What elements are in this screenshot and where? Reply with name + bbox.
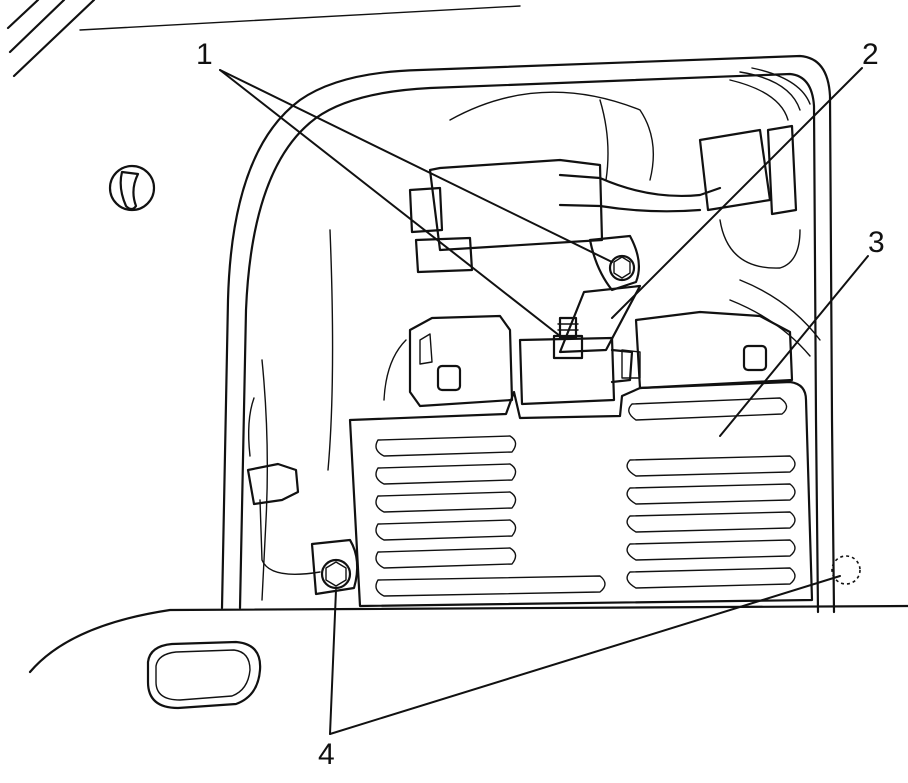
rib-group-left	[375, 435, 606, 597]
callout-1: 1	[196, 38, 213, 71]
leader-2	[611, 67, 863, 319]
fender-body	[28, 604, 908, 710]
center-nut	[552, 316, 584, 360]
leader-3	[719, 255, 869, 437]
rib-group-right	[626, 397, 796, 589]
leader-4a	[329, 589, 337, 735]
callout-3: 3	[868, 226, 885, 259]
battery-case	[348, 380, 814, 608]
tray-bolt-left	[310, 538, 359, 596]
leader-lines	[219, 67, 869, 735]
battery-top	[383, 310, 794, 408]
callout-2: 2	[862, 38, 879, 71]
tray-bolt-right-hidden	[831, 555, 861, 585]
upper-harness	[408, 67, 821, 357]
hood-latch-knob	[108, 164, 156, 212]
hold-down-bracket	[518, 284, 642, 406]
windshield-hatch	[6, 0, 521, 78]
callout-4: 4	[318, 738, 335, 771]
leader-1a	[219, 69, 613, 263]
callouts: 1 2 3 4	[196, 38, 885, 771]
left-connector	[246, 397, 321, 575]
compartment-outline	[220, 54, 836, 614]
leader-4b	[329, 575, 841, 735]
bracket-bolt-upper	[588, 234, 641, 292]
leader-1b	[219, 69, 561, 337]
